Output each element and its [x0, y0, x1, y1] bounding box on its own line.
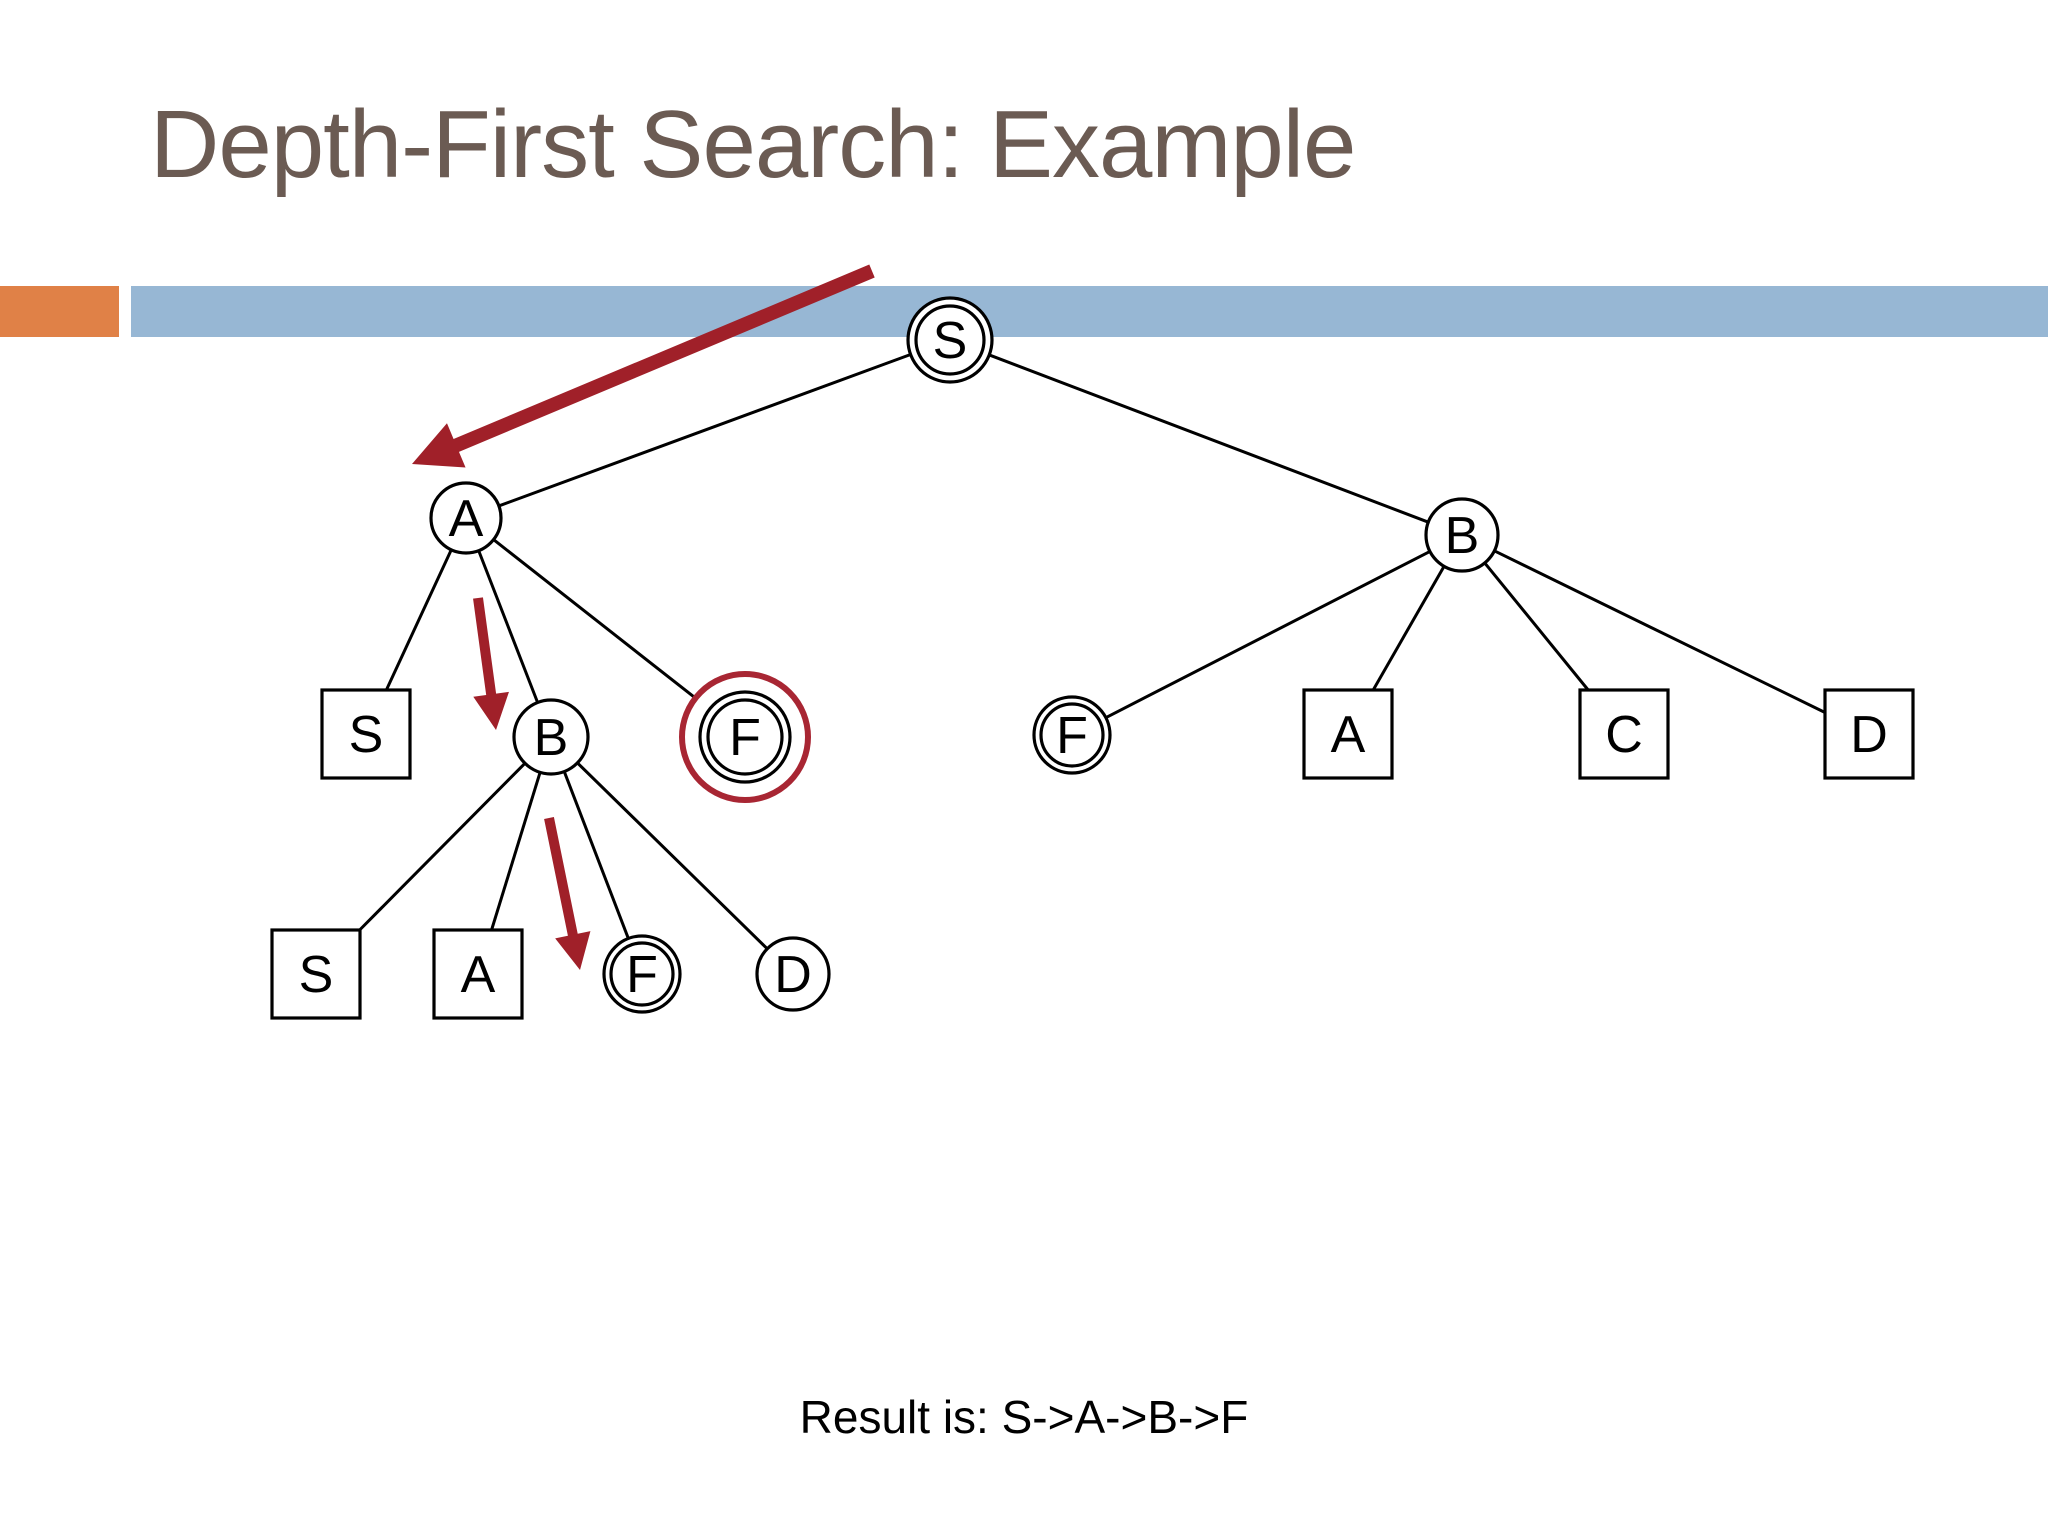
node-circle-inner [609, 941, 675, 1007]
node-label: A [461, 946, 496, 1004]
tree-node-d[interactable]: D [1823, 688, 1915, 780]
arrow-a-to-b [473, 597, 509, 730]
tree-node-a[interactable]: A [432, 928, 524, 1020]
node-circle-inner [706, 698, 784, 776]
node-label: B [534, 709, 569, 767]
tree-edge [385, 549, 453, 691]
node-circle [1032, 695, 1112, 775]
node-circle [602, 934, 682, 1014]
tree-node-f[interactable]: F [1032, 695, 1112, 775]
accent-bar-orange [0, 286, 119, 337]
node-circle [429, 481, 503, 555]
tree-node-b[interactable]: B [512, 698, 590, 776]
node-circle [512, 698, 590, 776]
node-label: S [349, 706, 384, 764]
traversal-arrows [412, 264, 875, 970]
tree-edges [358, 353, 1826, 950]
node-label: F [729, 709, 761, 767]
tree-node-f[interactable]: F [679, 671, 811, 803]
accent-bar-blue [131, 286, 2048, 337]
node-circle [755, 936, 831, 1012]
arrow-b-to-f [544, 817, 591, 970]
node-label: F [626, 946, 658, 1004]
node-circle [1424, 497, 1500, 573]
tree-node-f[interactable]: F [602, 934, 682, 1014]
tree-edge [477, 550, 540, 704]
tree-node-c[interactable]: C [1578, 688, 1670, 780]
node-label: F [1056, 707, 1088, 765]
tree-node-s[interactable]: S [906, 296, 994, 384]
arrow-s-to-a [412, 264, 875, 468]
tree-edge [492, 538, 697, 700]
tree-edge [490, 771, 542, 931]
node-highlight-ring [679, 671, 811, 803]
tree-edge [1493, 549, 1826, 714]
tree-node-s[interactable]: S [320, 688, 412, 780]
page-title: Depth-First Search: Example [150, 91, 1356, 198]
tree-node-s[interactable]: S [270, 928, 362, 1020]
node-circle [698, 690, 792, 784]
tree-node-d[interactable]: D [755, 936, 831, 1012]
node-square [270, 928, 362, 1020]
tree-edge [1371, 565, 1446, 691]
tree-edge [576, 761, 769, 950]
node-label: D [774, 946, 812, 1004]
node-label: A [1331, 706, 1366, 764]
tree-edge [988, 353, 1429, 524]
node-label: B [1445, 507, 1480, 565]
tree-edge [1105, 550, 1431, 719]
node-circle-inner [1039, 702, 1105, 768]
node-label: A [449, 490, 484, 548]
result-caption: Result is: S->A->B->F [799, 1391, 1249, 1443]
node-square [432, 928, 524, 1020]
tree-edge [1483, 561, 1590, 691]
tree-edge [358, 762, 527, 932]
node-label: S [299, 946, 334, 1004]
node-square [320, 688, 412, 780]
node-square [1823, 688, 1915, 780]
tree-edge [498, 353, 912, 508]
tree-node-a[interactable]: A [1302, 688, 1394, 780]
node-square [1578, 688, 1670, 780]
tree-edge [562, 771, 630, 940]
node-circle-inner [914, 304, 986, 376]
node-label: D [1850, 706, 1888, 764]
node-label: C [1605, 706, 1643, 764]
node-circle [906, 296, 994, 384]
node-square [1302, 688, 1394, 780]
node-label: S [933, 312, 968, 370]
tree-nodes: S A B S B F F A C D S A F D [270, 296, 1915, 1020]
tree-node-b[interactable]: B [1424, 497, 1500, 573]
tree-node-a[interactable]: A [429, 481, 503, 555]
